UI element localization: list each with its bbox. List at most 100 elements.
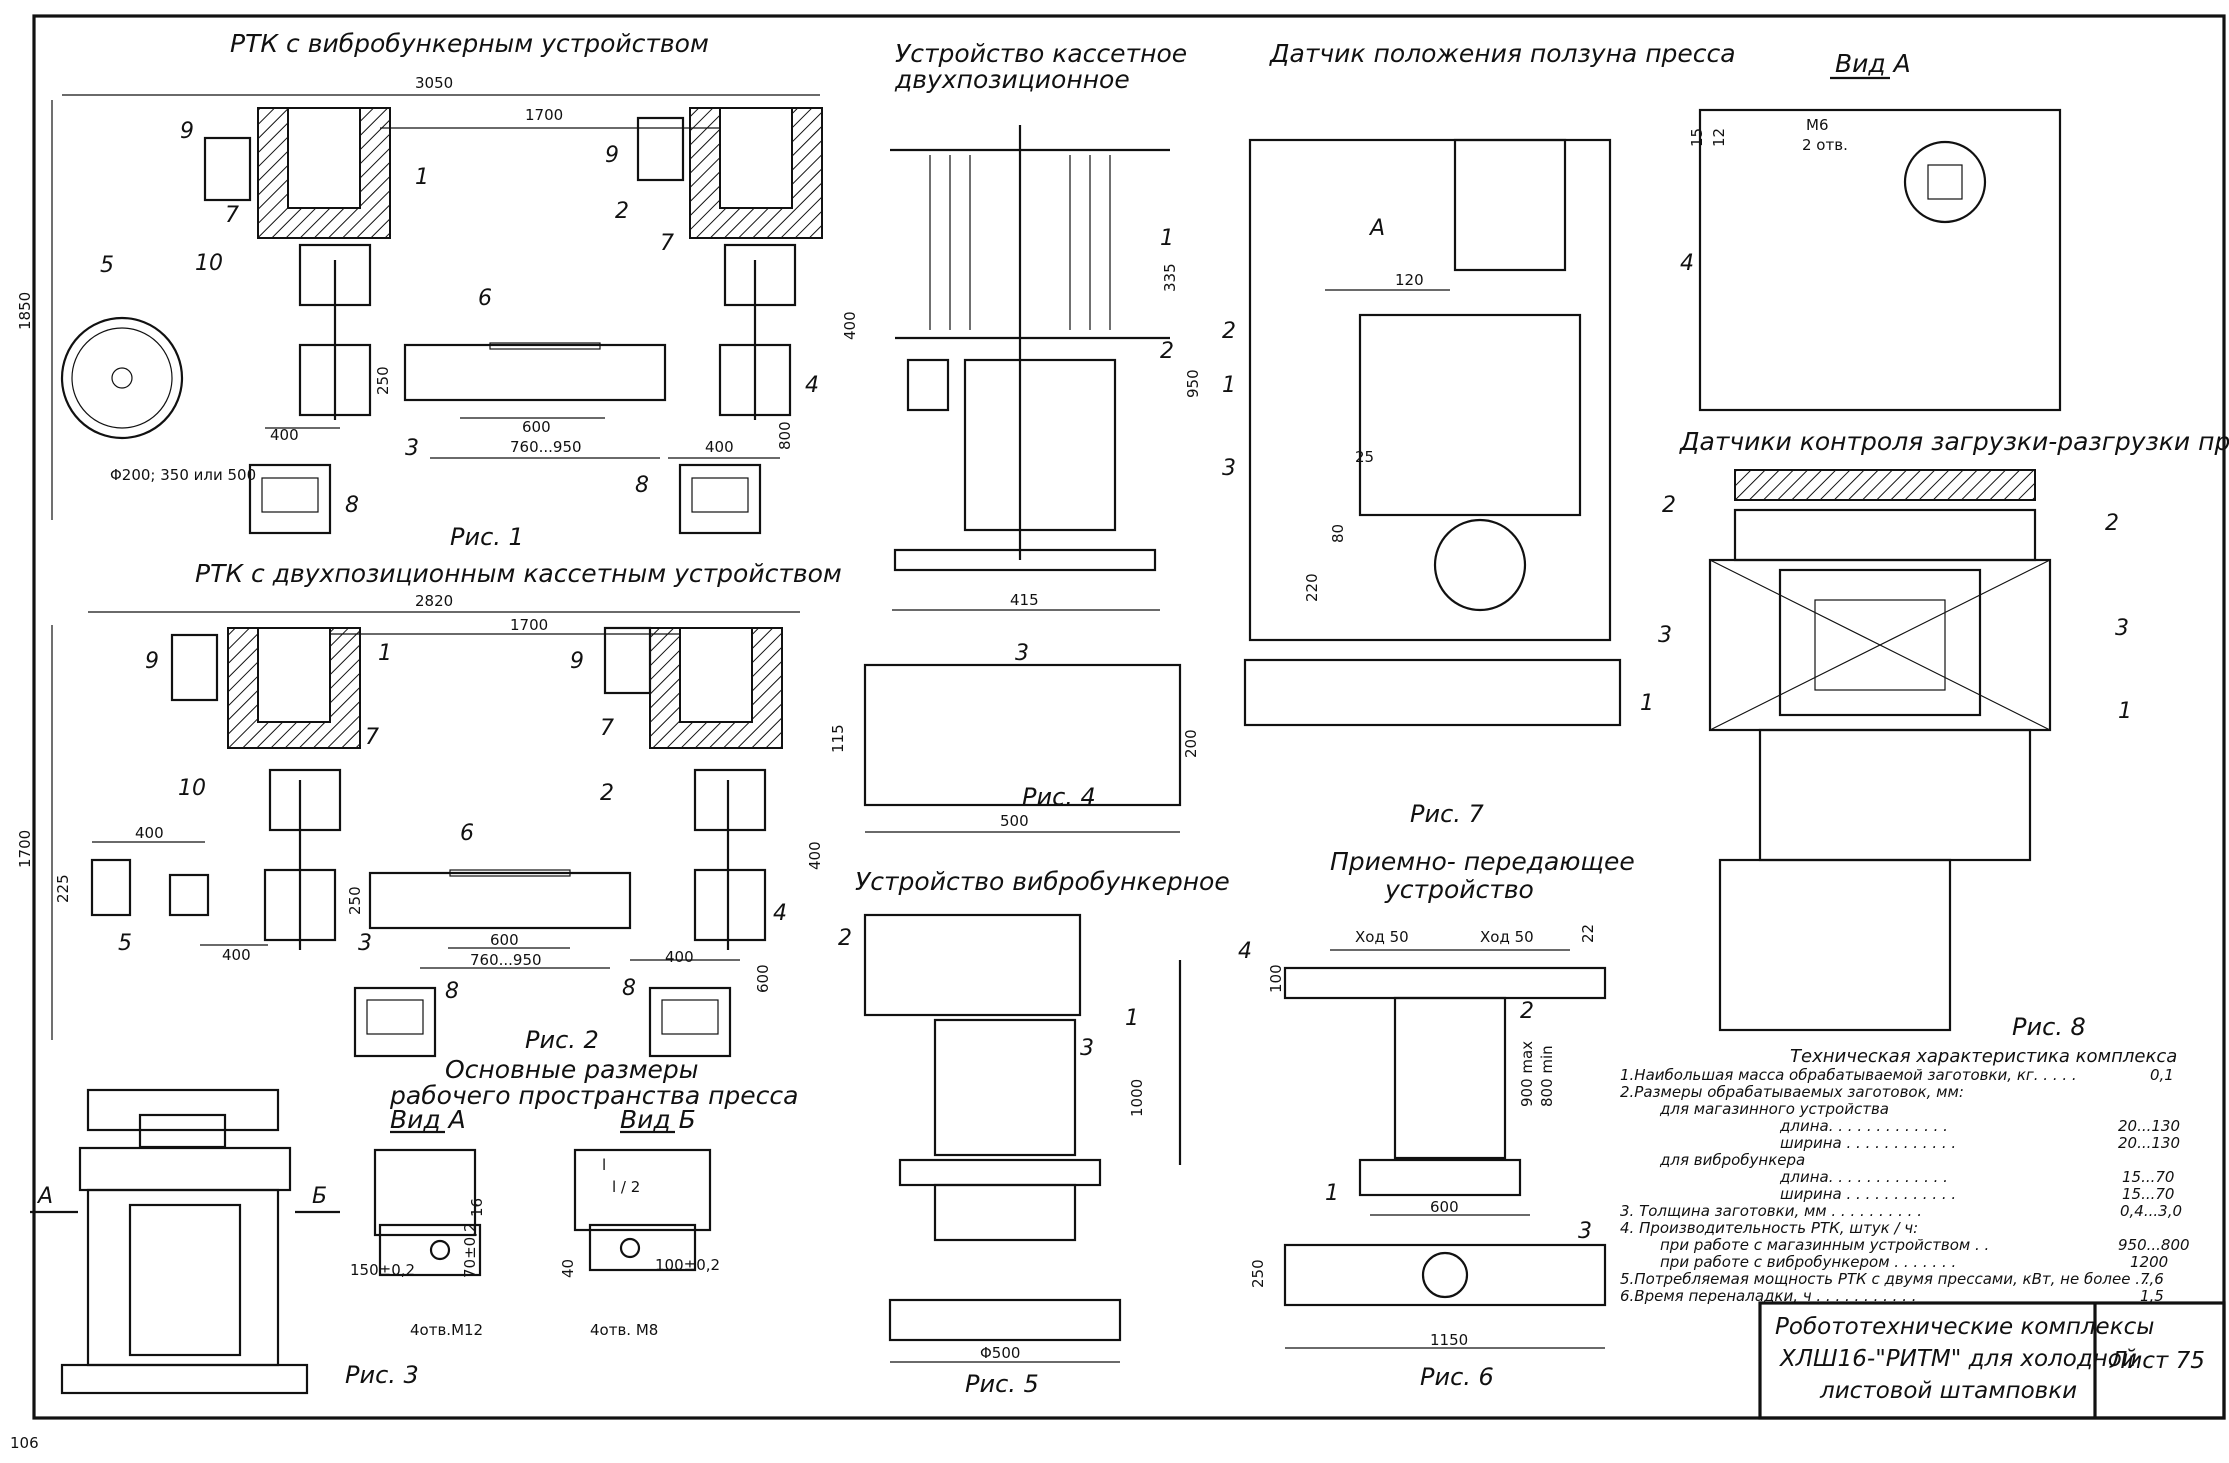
arrow-a: А <box>36 1184 53 1209</box>
dim-760-a: 760...950 <box>510 438 582 456</box>
callout-4c: 4 <box>1238 939 1252 964</box>
spec-val-14: 1,5 <box>2140 1287 2164 1305</box>
spec-val-5: 20...130 <box>2118 1134 2180 1152</box>
dim-diam: Φ200; 350 или 500 <box>110 466 256 484</box>
fig6-caption: Рис. 6 <box>1420 1363 1494 1391</box>
callout-3a: 3 <box>405 436 419 461</box>
dim-400-g: 400 <box>806 841 824 870</box>
callout-8b: 8 <box>635 473 649 498</box>
transfer-rail <box>1283 966 1607 1000</box>
spec-row-14: 6.Время переналадки, ч . . . . . . . . .… <box>1620 1287 1917 1305</box>
spec-row-1: 1.Наибольшая масса обрабатываемой загото… <box>1620 1066 2077 1084</box>
callout-2c: 2 <box>1160 339 1174 364</box>
callout-2b: 2 <box>600 781 614 806</box>
callout-6a: 6 <box>478 286 492 311</box>
callout-1d: 1 <box>1125 1006 1139 1031</box>
dim-400-b: 400 <box>705 438 734 456</box>
callout-3g: 3 <box>1658 623 1672 648</box>
spec-val-11: 950...800 <box>2118 1236 2190 1254</box>
figure-7-slider-sensor: Датчик положения ползуна пресса A 120 2 … <box>1222 39 1736 828</box>
callout-8a: 8 <box>345 493 359 518</box>
cassette-5b <box>168 873 210 917</box>
callout-2a: 2 <box>615 199 629 224</box>
callout-1g: 1 <box>1640 691 1654 716</box>
callout-6b: 6 <box>460 821 474 846</box>
dim-2820: 2820 <box>415 592 453 610</box>
callout-2d: 2 <box>838 926 852 951</box>
sheet-label: Лист 75 <box>2109 1348 2205 1374</box>
dim-120: 120 <box>1395 271 1424 289</box>
dim-70: 70±0,2 <box>461 1222 479 1278</box>
view-a2-title: Вид А <box>390 1105 466 1134</box>
dim-2otv: 2 отв. <box>1802 136 1848 154</box>
figure-5-vibro-device: Устройство вибробункерное 2 1 3 4 1000 Φ… <box>838 867 1252 1398</box>
dim-l: l <box>602 1156 606 1174</box>
spec-val-7: 15...70 <box>2122 1168 2174 1186</box>
dim-4otv-m12: 4отв.М12 <box>410 1321 483 1339</box>
spec-row-7: длина. . . . . . . . . . . . . <box>1779 1168 1948 1186</box>
cassette-5a <box>90 858 132 917</box>
figure-8-load-sensors: Датчики контроля загрузки-разгрузки прес… <box>1640 427 2229 1041</box>
dim-220: 220 <box>1303 573 1321 602</box>
figure-1-rtk-vibro: РТК с вибробункерным устройством 3050 17… <box>16 29 859 551</box>
dim-400-d: 400 <box>135 824 164 842</box>
dim-100b: 100±0,2 <box>655 1256 720 1274</box>
title-block-line2: ХЛШ16-"РИТМ" для холодной <box>1779 1346 2137 1372</box>
dim-l2: l / 2 <box>612 1178 640 1196</box>
dim-1700-a: 1700 <box>525 106 563 124</box>
spec-row-3: для магазинного устройства <box>1659 1100 1889 1118</box>
spec-val-9: 0,4...3,0 <box>2120 1202 2182 1220</box>
fig3-title-line1: Основные размеры <box>445 1055 699 1084</box>
callout-9b: 9 <box>605 143 619 168</box>
callout-4b: 4 <box>773 901 787 926</box>
callout-1f: 1 <box>1222 373 1236 398</box>
dim-3050: 3050 <box>415 74 453 92</box>
figure-3-press-space: Основные размеры рабочего пространства п… <box>30 1055 799 1395</box>
cassette-plan <box>863 663 1182 807</box>
dim-a-letter: A <box>1368 216 1385 241</box>
callout-10a: 10 <box>195 251 223 276</box>
callout-3b: 3 <box>358 931 372 956</box>
spec-row-6: для вибробункера <box>1659 1151 1805 1169</box>
spec-row-4: длина. . . . . . . . . . . . . <box>1779 1117 1948 1135</box>
callout-4d: 4 <box>1680 251 1694 276</box>
dim-800min: 800 min <box>1538 1045 1556 1107</box>
fig6-title-line2: устройство <box>1384 875 1534 904</box>
callout-3c: 3 <box>1015 641 1029 666</box>
dim-400-e: 400 <box>222 946 251 964</box>
callout-1h: 1 <box>2118 699 2132 724</box>
dim-12: 12 <box>1710 128 1728 147</box>
cabinet-9-left <box>203 136 252 202</box>
transfer-plan <box>1283 1243 1607 1307</box>
callout-9a: 9 <box>180 119 194 144</box>
dim-1700-c: 1700 <box>16 830 34 868</box>
dim-760-b: 760...950 <box>470 951 542 969</box>
spec-row-13: 5.Потребляемая мощность РТК с двумя прес… <box>1620 1270 2150 1288</box>
fig6-title-line1: Приемно- передающее <box>1330 847 1635 876</box>
dim-900max: 900 max <box>1518 1041 1536 1107</box>
spec-row-8: ширина . . . . . . . . . . . . <box>1780 1185 1956 1203</box>
dim-500: 500 <box>1000 812 1029 830</box>
callout-2f: 2 <box>1222 319 1236 344</box>
dim-25: 25 <box>1355 448 1374 466</box>
fig7-title: Датчик положения ползуна пресса <box>1269 39 1736 68</box>
spec-val-4: 20...130 <box>2118 1117 2180 1135</box>
callout-2h: 2 <box>1662 493 1676 518</box>
dim-hod2: Ход 50 <box>1480 928 1534 946</box>
fig4-caption: Рис. 4 <box>1022 783 1096 811</box>
dim-200: 200 <box>1182 729 1200 758</box>
figure-4-cassette-device: Устройство кассетное двухпозиционное 1 2… <box>829 39 1202 833</box>
figure-6-transfer-device: Приемно- передающее устройство Ход 50 Хо… <box>1249 847 1635 1391</box>
callout-7b: 7 <box>660 231 674 256</box>
callout-5b: 5 <box>118 931 132 956</box>
view-a-title: Вид А <box>1835 49 1911 78</box>
dim-250-b: 250 <box>346 886 364 915</box>
dim-40: 40 <box>559 1259 577 1278</box>
spec-row-10: 4. Производительность РТК, штук / ч: <box>1620 1219 1918 1237</box>
conveyor-6b <box>368 871 632 930</box>
dim-225: 225 <box>54 874 72 903</box>
callout-3h: 3 <box>2115 616 2129 641</box>
dim-250-c: 250 <box>1249 1259 1267 1288</box>
dim-15: 15 <box>1688 128 1706 147</box>
fig1-title: РТК с вибробункерным устройством <box>230 29 709 58</box>
